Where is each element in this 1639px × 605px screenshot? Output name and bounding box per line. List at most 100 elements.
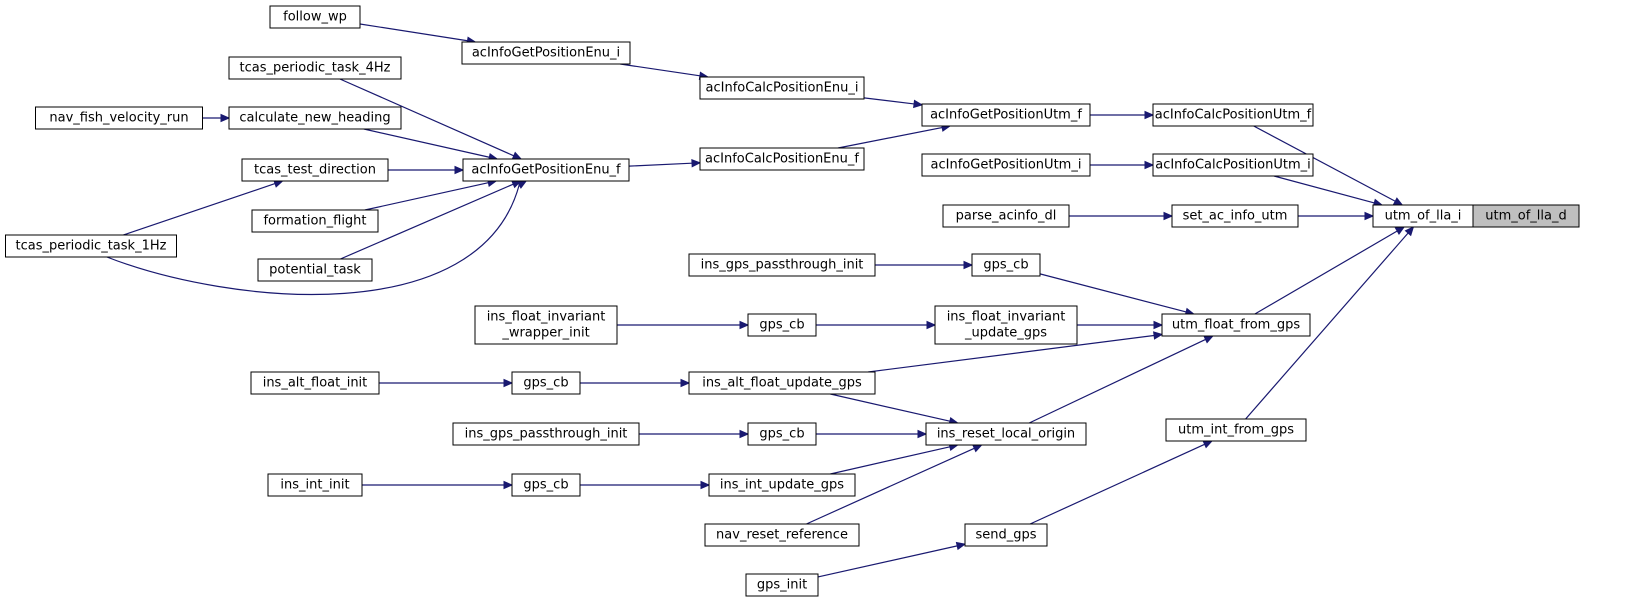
node-box xyxy=(747,422,817,446)
node-label: tcas_test_direction xyxy=(254,163,376,178)
node-acinfogetpositionenu-f[interactable]: acInfoGetPositionEnu_f xyxy=(462,158,630,182)
node-label: acInfoGetPositionUtm_f xyxy=(930,108,1082,123)
node-utm-of-lla-d[interactable]: utm_of_lla_d xyxy=(1472,204,1580,228)
edge-send-gps-to-utm-int-from-gps xyxy=(1029,440,1214,525)
arrowhead xyxy=(739,320,750,330)
edge-gps-cb-4-to-ins-reset-local-origin xyxy=(816,429,928,439)
edge-acinfogetpositionenu-i-to-acinfocalcpositionenu-i xyxy=(620,63,710,80)
node-gps-cb-3[interactable]: gps_cb xyxy=(511,371,581,395)
edge-ins-alt-float-init-to-gps-cb-3 xyxy=(379,378,514,388)
edge-line xyxy=(1028,338,1206,424)
node-ins-alt-float-update-gps[interactable]: ins_alt_float_update_gps xyxy=(688,371,876,395)
edge-ins-reset-local-origin-to-utm-float-from-gps xyxy=(1028,335,1214,424)
node-label: _wrapper_init xyxy=(501,326,589,341)
node-label: set_ac_info_utm xyxy=(1183,209,1288,224)
node-box xyxy=(228,56,402,80)
edge-line xyxy=(364,182,489,211)
node-calculate-new-heading[interactable]: calculate_new_heading xyxy=(228,106,402,130)
arrowhead xyxy=(1364,211,1375,221)
node-box xyxy=(5,234,177,258)
node-acinfogetpositionenu-i[interactable]: acInfoGetPositionEnu_i xyxy=(461,41,631,65)
node-gps-init[interactable]: gps_init xyxy=(745,573,819,597)
node-box xyxy=(747,313,817,337)
arrowhead xyxy=(926,320,937,330)
node-acinfogetpositionutm-f[interactable]: acInfoGetPositionUtm_f xyxy=(921,103,1091,127)
node-gps-cb-2[interactable]: gps_cb xyxy=(747,313,817,337)
node-nav-fish-velocity-run[interactable]: nav_fish_velocity_run xyxy=(35,106,203,130)
arrowhead xyxy=(511,151,523,160)
edge-ins-int-init-to-gps-cb-5 xyxy=(362,480,514,490)
node-tcas-test-direction[interactable]: tcas_test_direction xyxy=(241,158,389,182)
node-nav-reset-reference[interactable]: nav_reset_reference xyxy=(704,523,860,547)
node-box xyxy=(942,204,1070,228)
node-ins-float-invariant-wrapper-init[interactable]: ins_float_invariant_wrapper_init xyxy=(474,305,618,345)
edge-acinfocalcpositionenu-f-to-acinfogetpositionutm-f xyxy=(837,123,952,149)
node-label: gps_cb xyxy=(759,427,804,442)
node-label: ins_float_invariant xyxy=(487,310,606,325)
node-box xyxy=(461,41,631,65)
edge-utm-int-from-gps-to-utm-of-lla-i xyxy=(1245,226,1415,420)
node-label: gps_cb xyxy=(523,376,568,391)
edge-ins-alt-float-update-gps-to-ins-reset-local-origin xyxy=(830,393,959,426)
node-acinfogetpositionutm-i[interactable]: acInfoGetPositionUtm_i xyxy=(921,153,1091,177)
node-ins-gps-passthrough-init-2[interactable]: ins_gps_passthrough_init xyxy=(452,422,640,446)
arrowhead xyxy=(503,378,514,388)
edge-acinfogetpositionutm-i-to-acinfocalcpositionutm-i xyxy=(1090,160,1155,170)
node-ins-int-update-gps[interactable]: ins_int_update_gps xyxy=(708,473,856,497)
edge-nav-fish-velocity-run-to-calculate-new-heading xyxy=(202,113,231,123)
node-acinfocalcpositionenu-f[interactable]: acInfoCalcPositionEnu_f xyxy=(699,147,865,171)
node-send-gps[interactable]: send_gps xyxy=(964,523,1048,547)
node-ins-alt-float-init[interactable]: ins_alt_float_init xyxy=(250,371,380,395)
node-utm-of-lla-i[interactable]: utm_of_lla_i xyxy=(1372,204,1474,228)
node-formation-flight[interactable]: formation_flight xyxy=(251,209,379,233)
edge-line xyxy=(1273,175,1375,204)
edge-line xyxy=(620,63,701,77)
arrowhead xyxy=(1203,335,1214,344)
node-utm-int-from-gps[interactable]: utm_int_from_gps xyxy=(1165,418,1307,442)
node-label: ins_int_update_gps xyxy=(720,478,844,493)
node-ins-float-invariant-update-gps[interactable]: ins_float_invariant_update_gps xyxy=(934,305,1078,345)
node-label: utm_of_lla_i xyxy=(1385,209,1462,224)
edge-line xyxy=(106,184,520,295)
edge-line xyxy=(817,545,958,578)
node-label: acInfoCalcPositionEnu_i xyxy=(706,81,859,96)
edge-formation-flight-to-acinfogetpositionenu-f xyxy=(364,178,498,211)
node-gps-cb-5[interactable]: gps_cb xyxy=(511,473,581,497)
node-acinfocalcpositionenu-i[interactable]: acInfoCalcPositionEnu_i xyxy=(699,76,865,100)
node-label: ins_gps_passthrough_init xyxy=(465,427,628,442)
node-ins-gps-passthrough-init-1[interactable]: ins_gps_passthrough_init xyxy=(688,253,876,277)
edges-layer xyxy=(106,23,1415,578)
node-label: gps_cb xyxy=(759,318,804,333)
edge-acinfogetpositionutm-f-to-acinfocalcpositionutm-f xyxy=(1090,110,1155,120)
node-set-ac-info-utm[interactable]: set_ac_info_utm xyxy=(1171,204,1299,228)
node-box xyxy=(1372,204,1474,228)
node-gps-cb-1[interactable]: gps_cb xyxy=(971,253,1041,277)
edge-utm-float-from-gps-to-utm-of-lla-i xyxy=(1254,226,1406,315)
node-box xyxy=(934,305,1078,345)
node-box xyxy=(745,573,819,597)
node-label: gps_init xyxy=(757,578,807,593)
arrowhead xyxy=(454,165,465,175)
node-utm-float-from-gps[interactable]: utm_float_from_gps xyxy=(1161,313,1311,337)
node-box xyxy=(1165,418,1307,442)
node-ins-reset-local-origin[interactable]: ins_reset_local_origin xyxy=(925,422,1087,446)
node-acinfocalcpositionutm-f[interactable]: acInfoCalcPositionUtm_f xyxy=(1152,103,1314,127)
node-label: nav_fish_velocity_run xyxy=(49,111,188,126)
node-box xyxy=(1152,153,1314,177)
node-parse-acinfo-dl[interactable]: parse_acinfo_dl xyxy=(942,204,1070,228)
node-potential-task[interactable]: potential_task xyxy=(257,258,373,282)
node-follow-wp[interactable]: follow_wp xyxy=(269,5,361,29)
edge-line xyxy=(340,183,514,260)
node-label: ins_reset_local_origin xyxy=(937,427,1075,442)
node-tcas-periodic-task-1hz[interactable]: tcas_periodic_task_1Hz xyxy=(5,234,177,258)
node-ins-int-init[interactable]: ins_int_init xyxy=(267,473,363,497)
node-label: ins_alt_float_init xyxy=(263,376,368,391)
node-box xyxy=(250,371,380,395)
node-label: follow_wp xyxy=(283,10,347,25)
edge-line xyxy=(1253,125,1396,202)
edge-ins-gps-passthrough-init-1-to-gps-cb-1 xyxy=(875,260,974,270)
node-acinfocalcpositionutm-i[interactable]: acInfoCalcPositionUtm_i xyxy=(1152,153,1314,177)
node-tcas-periodic-task-4hz[interactable]: tcas_periodic_task_4Hz xyxy=(228,56,402,80)
arrowhead xyxy=(913,99,924,109)
node-gps-cb-4[interactable]: gps_cb xyxy=(747,422,817,446)
